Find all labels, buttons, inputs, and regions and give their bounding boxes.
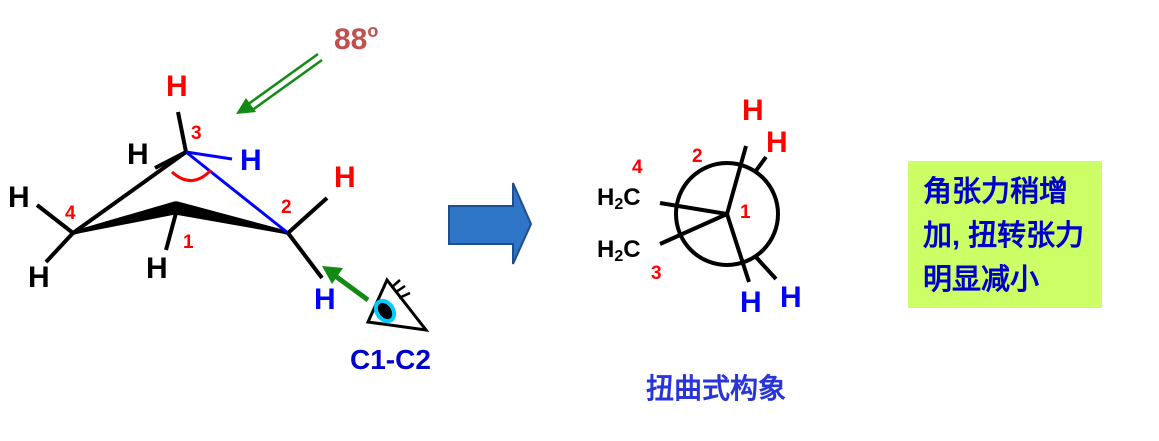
h-c2-bottom-label: H: [314, 283, 336, 316]
c3-number: 3: [191, 123, 202, 144]
bond-c4-h-bottom: [44, 231, 75, 264]
h-c1-bottom-label: H: [146, 252, 168, 285]
note-box: [908, 161, 1102, 308]
rear-bond-h-top: [753, 155, 768, 174]
angle-arc: [170, 168, 213, 182]
bond-c4-h-left: [35, 203, 75, 235]
newman-ch2-c3: H2C: [597, 236, 641, 265]
bond-c1-h-bottom: [164, 212, 178, 251]
newman-caption: 扭曲式构象: [646, 373, 787, 404]
note-line-3: 明显减小: [923, 264, 1040, 296]
newman-ch2-c4: H2C: [597, 184, 641, 213]
h-back-label: H: [127, 138, 149, 171]
newman-h-bottom-2: H: [780, 281, 802, 314]
bond-c3-h-top: [176, 111, 188, 153]
note-line-1: 角张力稍增: [923, 176, 1069, 208]
h-c4-bottom-label: H: [28, 261, 50, 294]
cyclobutane-skeleton: [35, 111, 329, 280]
h-c4-left-label: H: [8, 181, 30, 214]
newman-num-2: 2: [692, 146, 703, 167]
angle-arrow: [236, 52, 323, 114]
c4-number: 4: [65, 203, 76, 224]
note-text: 角张力稍增 加, 扭转张力 明显减小: [923, 170, 1098, 302]
angle-value-label: 88o: [334, 21, 379, 56]
newman-h-bottom-1: H: [740, 286, 762, 319]
newman-num-1: 1: [740, 202, 751, 223]
transform-arrow: [448, 182, 533, 265]
front-bond-ch2-upper: [659, 201, 728, 216]
newman-rear-circle: [674, 161, 780, 267]
c1-number: 1: [183, 232, 194, 253]
bond-c3-c2: [185, 150, 289, 235]
newman-num-4: 4: [632, 157, 643, 178]
h-c3-top-label: H: [166, 70, 188, 103]
front-bond-ch2-lower: [659, 212, 728, 246]
h-c3-right-label: H: [240, 144, 262, 177]
bond-c3-h-back: [154, 150, 187, 170]
front-bond-h-top: [725, 145, 748, 215]
newman-h-top-2: H: [766, 126, 788, 159]
newman-projection: [659, 145, 780, 283]
bond-c2-h-bottom: [286, 231, 324, 280]
newman-h-top-1: H: [742, 94, 764, 127]
c2-number: 2: [281, 197, 292, 218]
bond-c4-c3: [71, 150, 188, 235]
view-arrow: [322, 266, 370, 303]
rear-bond-h-bottom: [753, 254, 778, 281]
bond-c1-c2: [175, 201, 289, 235]
view-axis-label: C1-C2: [350, 344, 431, 375]
bond-c3-h-right: [185, 150, 233, 161]
bond-c4-c1: [72, 201, 177, 235]
front-bond-h-bottom: [725, 213, 751, 283]
eye-icon: [365, 277, 430, 332]
newman-num-3: 3: [651, 263, 662, 284]
note-line-2: 加, 扭转张力: [923, 220, 1085, 252]
h-c2-top-label: H: [334, 161, 356, 194]
bond-c2-h-top: [286, 196, 329, 235]
